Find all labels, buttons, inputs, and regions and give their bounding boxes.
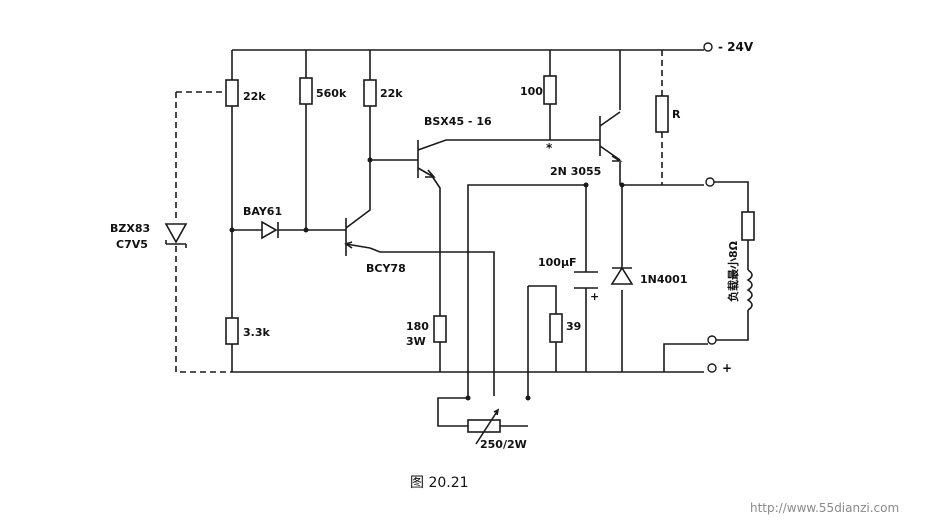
zener-label-line1: BZX83 [110, 222, 150, 235]
capacitor-polarity-label: + [590, 290, 599, 303]
potentiometer-label: 250/2W [480, 438, 527, 451]
positive-terminal-label: + [722, 361, 732, 375]
resistor-180-value: 180 [406, 320, 429, 333]
negative-terminal-label: - 24V [718, 40, 754, 54]
load-inductor [746, 269, 753, 311]
resistor-22k-a [225, 79, 239, 107]
transistor-bcy78 [344, 200, 371, 256]
transistor-2n3055-label: 2N 3055 [550, 165, 601, 178]
transistors [344, 111, 623, 256]
capacitor-value-label: 100μF [538, 256, 577, 269]
resistor-180-rating: 3W [406, 335, 426, 348]
resistor-22k-b [363, 79, 377, 107]
load-label: 负载最小8Ω [726, 240, 740, 302]
resistor-100 [543, 75, 557, 105]
junctions [229, 157, 625, 401]
resistor-180 [433, 315, 447, 343]
potentiometer [467, 408, 501, 445]
transistor-bsx45-label: BSX45 - 16 [424, 115, 492, 128]
positive-terminal [707, 363, 717, 373]
resistor-39-label: 39 [566, 320, 581, 333]
resistor-3-3k-label: 3.3k [243, 326, 270, 339]
diode-1n4001-label: 1N4001 [640, 273, 687, 286]
diodes [164, 220, 634, 285]
load-resistor [741, 211, 755, 241]
star-mark: * [546, 141, 553, 155]
terminals [703, 42, 717, 373]
resistor-560k-label: 560k [316, 87, 347, 100]
zener-bzx83 [164, 223, 188, 248]
diode-1n4001 [610, 266, 634, 285]
zener-label-line2: C7V5 [116, 238, 148, 251]
diode-bay61-label: BAY61 [243, 205, 282, 218]
wires [175, 49, 749, 427]
resistor-22k-a-label: 22k [243, 90, 266, 103]
resistor-22k-b-label: 22k [380, 87, 403, 100]
resistor-560k [299, 77, 313, 105]
output-terminal [705, 177, 715, 187]
watermark: http://www.55dianzi.com [750, 501, 899, 515]
resistor-39 [549, 313, 563, 343]
figure-caption: 图 20.21 [410, 475, 469, 491]
load-return-terminal [707, 335, 717, 345]
resistor-100-label: 100 [520, 85, 543, 98]
transistor-bsx45 [417, 140, 436, 178]
negative-terminal [703, 42, 713, 52]
transistor-2n3055 [599, 111, 623, 162]
resistor-r-label: R [672, 108, 681, 121]
resistors [225, 75, 755, 345]
resistor-r [655, 95, 669, 133]
resistor-3-3k [225, 317, 239, 345]
capacitor [574, 271, 598, 289]
transistor-bcy78-label: BCY78 [366, 262, 406, 275]
diode-bay61 [261, 220, 279, 240]
